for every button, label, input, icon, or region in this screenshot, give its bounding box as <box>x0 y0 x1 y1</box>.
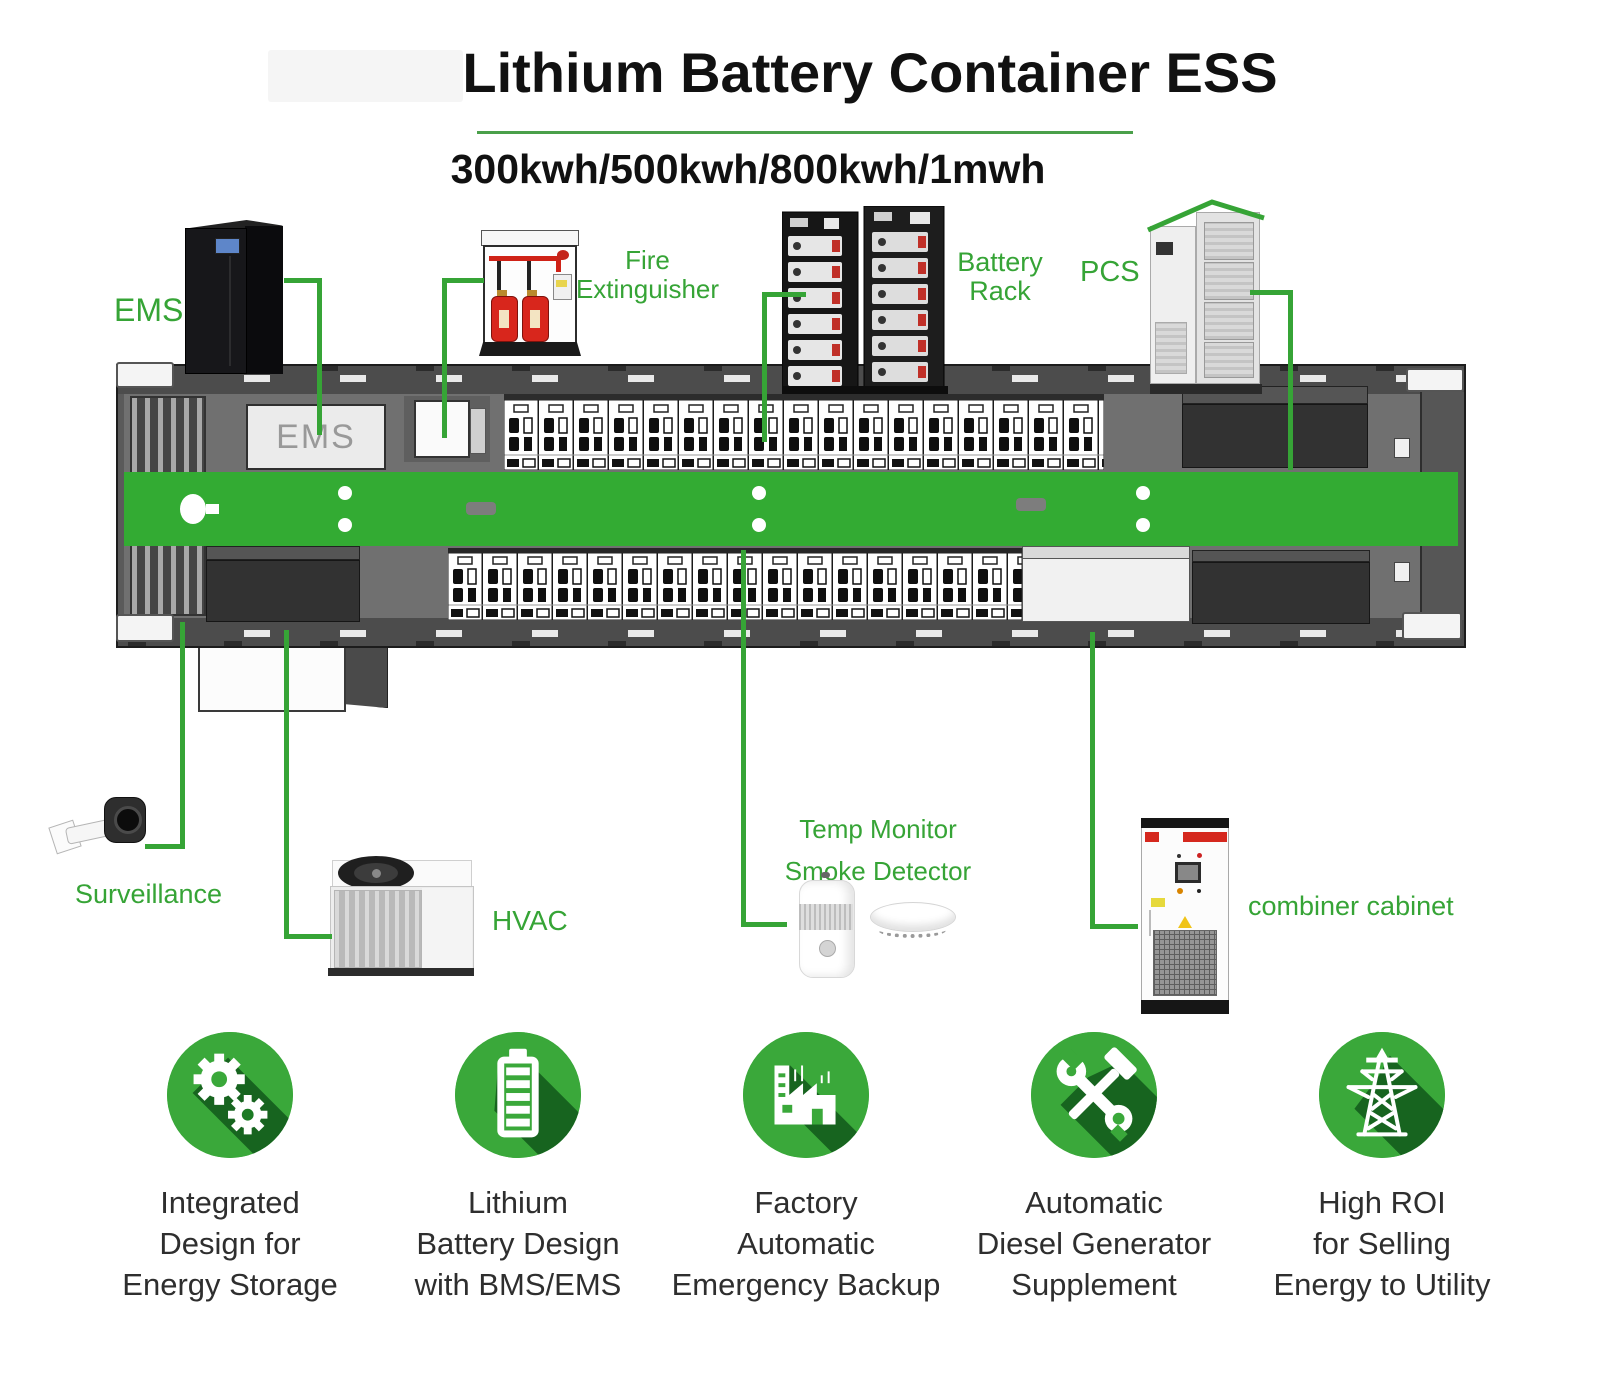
feature-circle-integrated-design <box>167 1032 293 1158</box>
surveillance-connector <box>180 622 185 849</box>
combiner-connector <box>1090 632 1095 929</box>
pcs-connector <box>1288 290 1293 470</box>
fire-connector <box>442 278 484 283</box>
fire-connector <box>442 278 447 438</box>
temp-monitor-label: Temp Monitor <box>799 814 957 844</box>
surveillance-connector <box>145 844 185 849</box>
feature-circle-factory-backup <box>743 1032 869 1158</box>
battery-connector <box>762 292 767 442</box>
smoke-detector-image <box>870 902 956 944</box>
battery-rack-image <box>781 205 948 396</box>
factory-icon <box>743 1032 869 1158</box>
container-green-band <box>124 472 1458 546</box>
container-ems-box: EMS <box>246 404 386 470</box>
sensor-connector <box>741 922 787 927</box>
battery-icon <box>455 1032 581 1158</box>
surveillance-camera-image <box>48 793 152 863</box>
hvac-label: HVAC <box>492 905 568 936</box>
container-pcs-box <box>1182 404 1368 468</box>
combiner-connector <box>1090 924 1138 929</box>
ems-connector <box>317 278 322 435</box>
ems-cabinet-image <box>185 216 285 374</box>
pcs-label: PCS <box>1080 256 1140 288</box>
surveillance-label: Surveillance <box>75 879 223 909</box>
battery-rack-label: Battery Rack <box>957 247 1043 306</box>
title-divider <box>477 131 1133 134</box>
ems-connector <box>284 278 322 283</box>
tools-icon <box>1031 1032 1157 1158</box>
fire-extinguisher-label: Fire Extinguisher <box>575 245 720 304</box>
ems-label: EMS <box>114 292 184 328</box>
hvac-unit-image <box>328 854 474 982</box>
pcs-connector <box>1250 290 1292 295</box>
title-backdrop <box>268 50 463 102</box>
container-combiner-box <box>1022 558 1190 622</box>
hvac-housing <box>198 640 346 712</box>
feature-circle-lithium-battery <box>455 1032 581 1158</box>
hvac-connector <box>284 630 289 939</box>
combiner-cabinet-image <box>1141 818 1229 1014</box>
power-tower-icon <box>1319 1032 1445 1158</box>
pcs-cabinet-image <box>1146 199 1265 400</box>
pcs-roof-edge <box>1146 199 1265 233</box>
gears-icon <box>167 1032 293 1158</box>
sensor-connector <box>741 550 746 927</box>
container-battery-row-top <box>503 399 1105 471</box>
container-battery-row-bottom <box>447 552 1023 621</box>
combiner-cabinet-label: combiner cabinet <box>1248 891 1454 921</box>
battery-connector <box>764 292 806 297</box>
feature-circle-high-roi <box>1319 1032 1445 1158</box>
fire-extinguisher-image <box>479 230 581 362</box>
temp-monitor-image <box>795 872 857 978</box>
capacity-subtitle: 300kwh/500kwh/800kwh/1mwh <box>450 146 1046 192</box>
hvac-connector <box>284 934 332 939</box>
container-hvac-box <box>206 560 360 622</box>
feature-circle-diesel-generator <box>1031 1032 1157 1158</box>
page-title: Lithium Battery Container ESS <box>462 41 1278 104</box>
